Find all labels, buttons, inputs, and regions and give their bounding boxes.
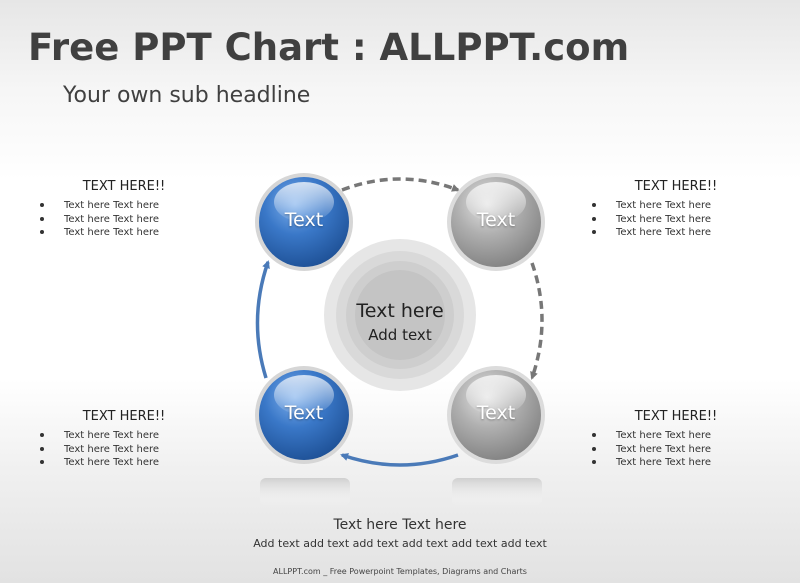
slide-subtitle: Your own sub headline [63,83,311,108]
arrow-top [341,177,460,192]
bullet-item: Text here Text here [34,213,214,227]
bullet-list: Text here Text here Text here Text here … [34,429,214,470]
center-ring-inner [355,270,445,360]
circle-bottom-right [447,366,545,464]
bullet-item: Text here Text here [34,456,214,470]
circle-bottom-left [255,366,353,464]
text-box-heading: TEXT HERE!! [634,409,718,424]
text-box-bottom-left: TEXT HERE!! Text here Text here Text her… [34,409,214,470]
bottom-main-text: Text here Text here [333,517,467,533]
bullet-item: Text here Text here [34,443,214,457]
circle-label-top-right: Text [476,209,516,231]
bullet-item: Text here Text here [34,199,214,213]
circle-top-left [255,173,353,271]
bullet-item: Text here Text here [586,199,766,213]
center-main-text: Text here [356,300,444,322]
footer-text: ALLPPT.com _ Free Powerpoint Templates, … [273,567,527,576]
bullet-item: Text here Text here [34,226,214,240]
bullet-list: Text here Text here Text here Text here … [586,199,766,240]
bullet-item: Text here Text here [586,226,766,240]
reflection-right [452,478,542,506]
cycle-diagram-graphic [255,173,545,506]
bullet-item: Text here Text here [34,429,214,443]
text-box-bottom-right: TEXT HERE!! Text here Text here Text her… [586,409,766,470]
slide-title: Free PPT Chart : ALLPPT.com [28,26,630,69]
bullet-list: Text here Text here Text here Text here … [586,429,766,470]
bullet-item: Text here Text here [586,456,766,470]
bullet-item: Text here Text here [586,429,766,443]
cycle-diagram: Text Text Text Text Text here Add text [230,160,570,510]
text-box-top-right: TEXT HERE!! Text here Text here Text her… [586,179,766,240]
bullet-item: Text here Text here [586,213,766,227]
text-box-heading: TEXT HERE!! [82,409,166,424]
circle-label-bottom-right: Text [476,402,516,424]
arrow-right [530,262,544,380]
center-sub-text: Add text [368,326,432,344]
text-box-heading: TEXT HERE!! [82,179,166,194]
circle-label-top-left: Text [284,209,324,231]
text-box-heading: TEXT HERE!! [634,179,718,194]
bottom-sub-text: Add text add text add text add text add … [253,537,547,550]
arrow-bottom [340,453,459,467]
bullet-list: Text here Text here Text here Text here … [34,199,214,240]
bullet-item: Text here Text here [586,443,766,457]
arrow-left [255,260,270,379]
text-box-top-left: TEXT HERE!! Text here Text here Text her… [34,179,214,240]
circle-top-right [447,173,545,271]
reflection-left [260,478,350,506]
circle-label-bottom-left: Text [284,402,324,424]
